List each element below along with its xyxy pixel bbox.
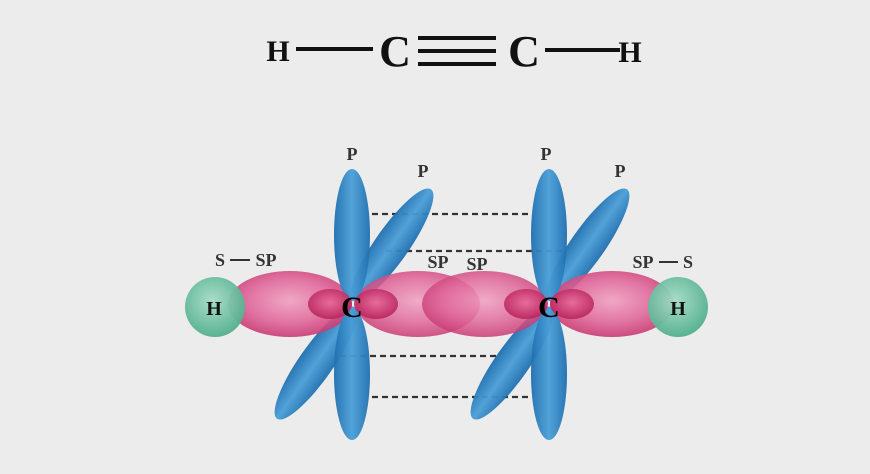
label-sp-right: SP — [632, 252, 653, 272]
atom-labels: H C C H — [206, 291, 686, 324]
formula-right-c: C — [508, 27, 540, 76]
label-s-right: S — [683, 252, 693, 272]
p-orbitals-vertical — [334, 169, 567, 440]
p-orbital-right-vertical-upper — [531, 169, 567, 301]
atom-label-c-right: C — [538, 291, 560, 324]
formula-left-h: H — [266, 35, 289, 68]
label-p-left-tilted: P — [418, 161, 429, 181]
sp-orbital-right-outer — [550, 271, 674, 337]
orbital-labels: P P P P S SP SP SP SP S — [215, 144, 693, 274]
sp-small-lobes — [308, 289, 594, 319]
p-orbital-left-tilted-upper — [350, 188, 434, 302]
label-p-right-vertical: P — [541, 144, 552, 164]
p-orbital-left-tilted-lower — [274, 306, 358, 420]
sp-small-lobe-right-b — [550, 289, 594, 319]
label-sp-center-left: SP — [427, 252, 448, 272]
label-sp-center-right: SP — [466, 254, 487, 274]
p-orbitals-back — [274, 188, 630, 420]
label-p-right-tilted: P — [615, 161, 626, 181]
structural-formula: H C C H — [266, 27, 641, 76]
p-orbital-left-vertical-lower — [334, 308, 370, 440]
sp-orbital-left-outer — [228, 271, 352, 337]
atom-label-h-right: H — [670, 298, 686, 320]
formula-right-h: H — [618, 36, 641, 69]
formula-left-c: C — [379, 27, 411, 76]
sp-orbitals — [228, 271, 674, 337]
label-s-left: S — [215, 250, 225, 270]
p-orbital-left-vertical-upper — [334, 169, 370, 301]
p-orbital-right-tilted-upper — [546, 188, 630, 302]
sp-small-lobe-left-b — [354, 289, 398, 319]
atom-label-c-left: C — [341, 291, 363, 324]
p-orbital-right-tilted-lower — [470, 306, 554, 420]
sp-small-lobe-right-a — [504, 289, 548, 319]
s-orbital-left-hydrogen — [185, 277, 245, 337]
label-p-left-vertical: P — [347, 144, 358, 164]
formula-triple-bond — [418, 36, 496, 66]
p-orbital-right-vertical-lower — [531, 308, 567, 440]
sp-small-lobe-left-a — [308, 289, 352, 319]
s-orbitals — [185, 277, 708, 337]
sp-orbital-right-inner — [422, 271, 546, 337]
s-orbital-right-hydrogen — [648, 277, 708, 337]
label-sp-left: SP — [255, 250, 276, 270]
atom-label-h-left: H — [206, 298, 222, 320]
